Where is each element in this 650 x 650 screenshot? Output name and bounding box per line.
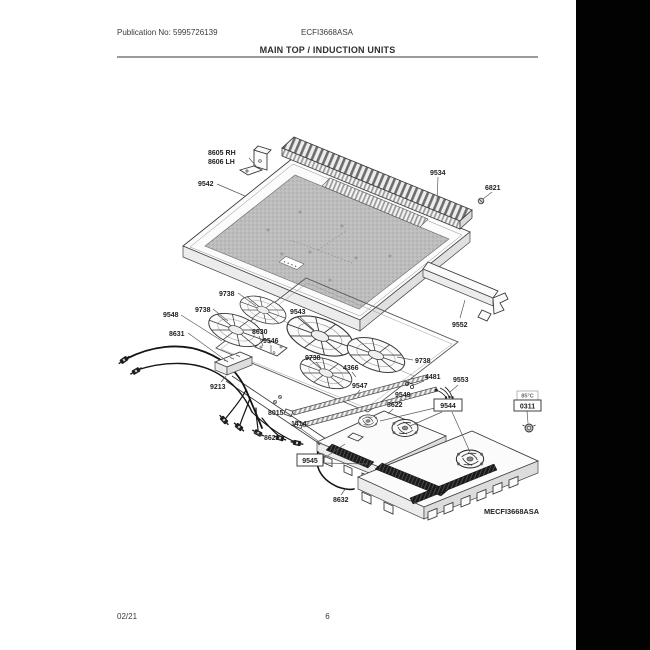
mounting-bracket: [238, 145, 272, 176]
footer-page-number: 6: [325, 612, 330, 621]
part-label-8015: 8015: [268, 410, 284, 417]
part-label-8621: 8621: [264, 435, 280, 442]
jumper-wires: [434, 386, 454, 399]
part-label-8631: 8631: [169, 331, 185, 338]
part-label-box-0311: 85°C 0311: [513, 390, 542, 412]
part-label-9738-a: 9738: [219, 291, 235, 298]
part-label-9549: 9549: [395, 392, 411, 399]
cooling-fan: [358, 414, 378, 428]
rear-trim-bracket: [422, 261, 509, 322]
footer-date: 02/21: [117, 612, 138, 621]
deck-vent-insert: [321, 177, 429, 228]
part-label-9553: 9553: [453, 377, 469, 384]
thermal-switch: [522, 423, 536, 433]
terminal-block: [213, 351, 254, 376]
cooktop-main-top: [182, 157, 471, 332]
part-label-1414: 1414: [291, 421, 307, 428]
part-label-9534: 9534: [430, 170, 446, 177]
part-label-9546: 9546: [263, 338, 279, 345]
wiring-harness: [116, 345, 305, 448]
part-label-9548: 9548: [163, 312, 179, 319]
part-label-9547: 9547: [352, 383, 368, 390]
publication-number: Publication No: 5995726139: [117, 28, 218, 37]
diagram-id: MECFI3668ASA: [484, 507, 540, 516]
screw: [477, 197, 485, 205]
leader-lines: [180, 157, 529, 496]
part-label-4481: 4481: [425, 374, 441, 381]
part-label-9543: 9543: [290, 309, 306, 316]
glass-surface: [204, 174, 450, 310]
vent-grille: [281, 136, 473, 230]
page-edge-band: [576, 0, 650, 650]
trim-rod: [225, 375, 327, 445]
title-rule: [117, 55, 538, 58]
part-label-9552: 9552: [452, 322, 468, 329]
model-number: ECFI3668ASA: [300, 28, 354, 37]
svg-text:9545: 9545: [302, 458, 318, 465]
page-title: MAIN TOP / INDUCTION UNITS: [259, 45, 396, 55]
cooling-fan: [455, 449, 485, 469]
part-label-6821: 6821: [485, 185, 501, 192]
part-label-9738-b: 9738: [195, 307, 211, 314]
wire-clip: [403, 380, 415, 389]
part-label-4366: 4366: [343, 365, 359, 372]
part-label-8605: 8605 RH: [208, 150, 236, 157]
support-rails: [283, 374, 439, 430]
part-label-9738-c: 9738: [305, 355, 321, 362]
control-display-window: [278, 256, 305, 270]
cooling-fan: [391, 419, 419, 437]
part-label-8632: 8632: [333, 497, 349, 504]
power-module-right: [356, 430, 540, 521]
part-label-9213: 9213: [210, 384, 226, 391]
part-labels: 8605 RH 8606 LH 9542 9534 6821 9552 9738…: [163, 150, 542, 516]
part-label-9542: 9542: [198, 181, 214, 188]
induction-coil: [342, 330, 410, 380]
part-label-box-9544: 9544: [433, 398, 463, 412]
thermostat-temp-rating: 85°C: [521, 394, 534, 400]
part-label-box-9545: 9545: [296, 453, 324, 467]
part-label-9738-d: 9738: [415, 358, 431, 365]
part-label-8622: 8622: [387, 402, 403, 409]
page-header: Publication No: 5995726139 ECFI3668ASA: [117, 28, 537, 40]
part-label-8606: 8606 LH: [208, 159, 235, 166]
screw-pair: [273, 395, 282, 404]
part-label-8630: 8630: [252, 329, 268, 336]
svg-text:0311: 0311: [520, 404, 535, 411]
svg-text:9544: 9544: [440, 403, 456, 410]
